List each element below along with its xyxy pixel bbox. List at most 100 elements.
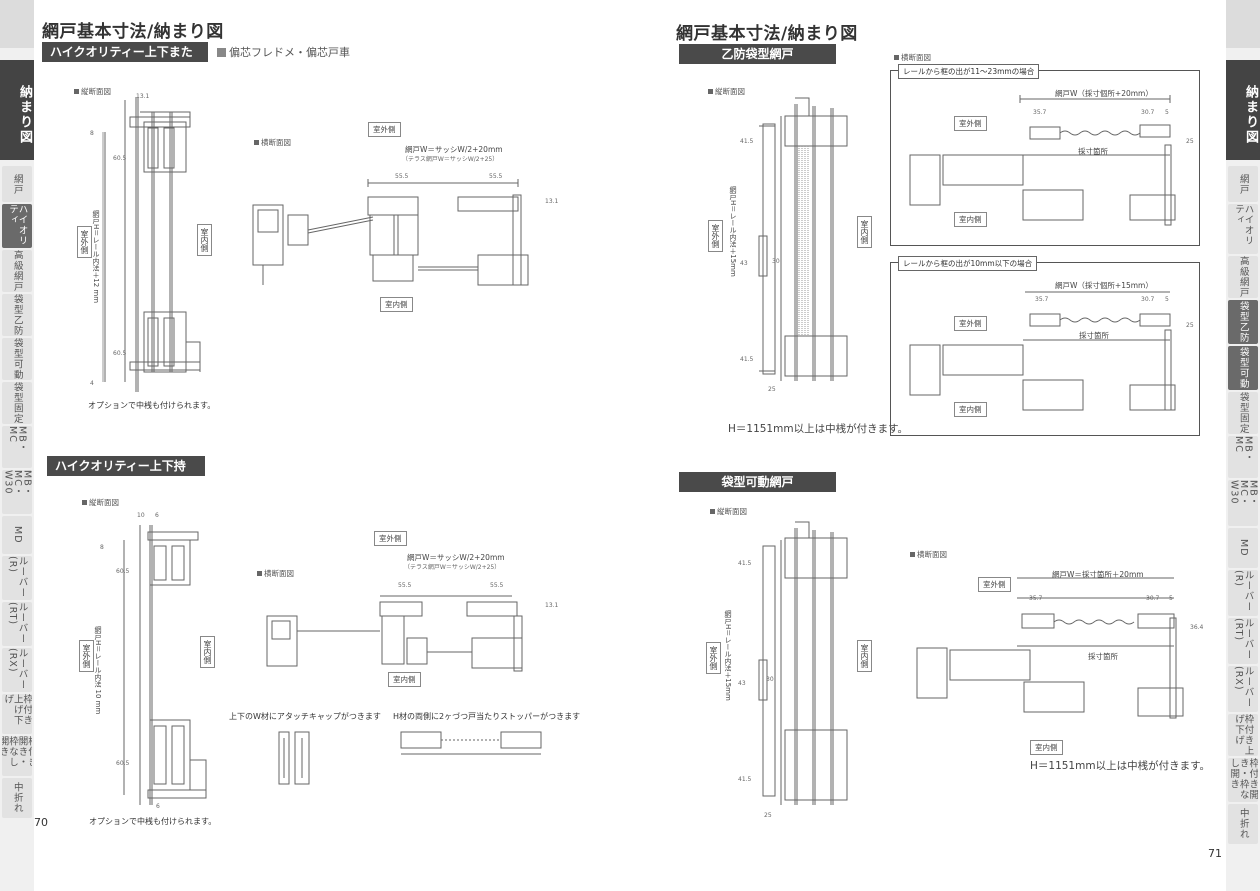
tab-top-spacer <box>1226 0 1260 48</box>
tab-fukuro-kadou[interactable]: 袋型可動 <box>1228 346 1258 390</box>
dim-41-5-bottom-r2: 41.5 <box>738 776 752 783</box>
tab-high-quality[interactable]: ハイオリティ <box>1228 204 1258 254</box>
page-number-right: 71 <box>1208 847 1222 860</box>
dim-height-label-2: 網戸H＝レール内法 10 mm <box>94 626 102 715</box>
dim-width-terrace-label-2: （テラス網戸W＝サッシW/2+25） <box>404 564 501 571</box>
horizontal-section-label-2: 横断面図 <box>257 568 294 579</box>
case-2-outdoor: 室外側 <box>954 316 987 331</box>
tab-md[interactable]: MD <box>2 516 32 554</box>
case-2-d1: 35.7 <box>1035 296 1049 303</box>
dim-60-5-top-2: 60.5 <box>116 568 130 575</box>
tab-louver-rt[interactable]: ルーバー(RT) <box>1228 618 1258 664</box>
vertical-section-drawing-2 <box>120 520 220 810</box>
vertical-outdoor-label-2: 室外側 <box>79 640 94 672</box>
dim-height-label-r2: 網戸H＝レール内法＋15mm <box>724 610 732 701</box>
tab-fukuro-kotei[interactable]: 袋型固定 <box>2 382 32 424</box>
dim-4: 4 <box>90 380 94 387</box>
dim-30-r1: 30 <box>772 258 780 265</box>
tab-koukyu-amido[interactable]: 高級網戸 <box>2 250 32 292</box>
dim-8: 8 <box>90 130 94 137</box>
case-2-drawing <box>905 290 1190 415</box>
tab-louver-rx[interactable]: ルーバー(RX) <box>2 648 32 692</box>
horizontal-section-label-r2: 横断面図 <box>910 549 947 560</box>
case-1-indoor: 室内側 <box>954 212 987 227</box>
indoor-label-2: 室内側 <box>388 672 421 687</box>
vertical-section-label: 縦断面図 <box>74 86 111 97</box>
tab-nakaore[interactable]: 中折れ <box>1228 804 1258 844</box>
dim-13-1-horiz-2: 13.1 <box>545 602 559 609</box>
dim-6-bottom: 6 <box>156 803 160 810</box>
outdoor-label-r2: 室外側 <box>978 577 1011 592</box>
horizontal-section-drawing-2 <box>262 596 532 676</box>
tab-koukyu-amido[interactable]: 高級網戸 <box>1228 256 1258 298</box>
tab-nakaore[interactable]: 中折れ <box>2 778 32 818</box>
vertical-section-drawing-r1 <box>755 96 855 388</box>
vertical-section-label-2: 縦断面図 <box>82 497 119 508</box>
option-note-1: オプションで中桟も付けられます。 <box>88 401 216 410</box>
tab-louver-rx[interactable]: ルーバー(RX) <box>1228 666 1258 712</box>
indoor-label-r2: 室内側 <box>1030 740 1063 755</box>
vertical-section-label-r2: 縦断面図 <box>710 506 747 517</box>
case-1-d4: 25 <box>1186 138 1194 145</box>
tab-mb-mc-w30[interactable]: MB・MC・W30 <box>1228 480 1258 526</box>
tab-fukuro-kotei[interactable]: 袋型固定 <box>1228 392 1258 434</box>
tab-main-osamarizu[interactable]: 納まり図 <box>1226 60 1260 160</box>
tab-amido[interactable]: 網戸 <box>2 166 32 202</box>
measure-label-r2: 採寸箇所 <box>1088 652 1118 661</box>
case-1-measure: 採寸箇所 <box>1078 147 1108 156</box>
page-number-left: 70 <box>34 816 48 829</box>
tab-louver-r[interactable]: ルーバー(R) <box>1228 570 1258 616</box>
dim-60-5-bottom: 60.5 <box>113 350 127 357</box>
tab-fukuro-otsubou[interactable]: 袋型乙防 <box>2 294 32 336</box>
section-bar-high-quality-mochidashi: ハイクオリティー上下持出し <box>47 456 205 493</box>
tab-fukuro-otsubou[interactable]: 袋型乙防 <box>1228 300 1258 344</box>
case-2-width: 網戸W（採寸個所+15mm） <box>1055 281 1153 290</box>
case-1-width: 網戸W（採寸個所+20mm） <box>1055 89 1153 98</box>
case-1-d3: 5 <box>1165 109 1169 116</box>
tab-mb-mc[interactable]: MB・MC <box>2 426 32 468</box>
dim-height-label: 網戸H＝レール内法＋12 mm <box>92 210 100 304</box>
vertical-indoor-label-r2: 室内側 <box>857 640 872 672</box>
vertical-section-label-r1: 縦断面図 <box>708 86 745 97</box>
tab-mb-mc[interactable]: MB・MC <box>1228 436 1258 478</box>
tab-amido[interactable]: 網戸 <box>1228 166 1258 202</box>
tab-top-spacer <box>0 0 34 48</box>
tab-wakutsuki-ageoroshi[interactable]: 枠付き上げ下げ <box>2 694 32 734</box>
dim-30-r2: 30 <box>766 676 774 683</box>
dim-55-5-d: 55.5 <box>490 582 504 589</box>
outdoor-label: 室外側 <box>368 122 401 137</box>
tab-louver-rt[interactable]: ルーバー(RT) <box>2 602 32 646</box>
dim-25-r2: 25 <box>764 812 772 819</box>
case-1-caption: レールから框の出が11～23mmの場合 <box>898 64 1040 79</box>
tab-louver-r[interactable]: ルーバー(R) <box>2 556 32 600</box>
tab-wakutsuki-hiraki[interactable]: 枠付き開き・枠なし開き <box>2 736 32 776</box>
tab-fukuro-kadou[interactable]: 袋型可動 <box>2 338 32 380</box>
r2-d4: 36.4 <box>1190 624 1204 631</box>
tab-md[interactable]: MD <box>1228 528 1258 568</box>
case-1-outdoor: 室外側 <box>954 116 987 131</box>
case-2-caption: レールから框の出が10mm以下の場合 <box>898 256 1038 271</box>
dim-55-5-b: 55.5 <box>489 173 503 180</box>
dim-55-5-c: 55.5 <box>398 582 412 589</box>
section-bar-otsubou: 乙防袋型網戸 <box>679 44 836 64</box>
left-page-title: 網戸基本寸法/納まり図 <box>42 22 224 42</box>
dim-width-terrace-label: （テラス網戸W＝サッシW/2+25） <box>402 156 499 163</box>
dim-43-r1: 43 <box>740 260 748 267</box>
attach-cap-note: 上下のW材にアタッチキャップがつきます <box>229 712 381 721</box>
dim-60-5-top: 60.5 <box>113 155 127 162</box>
left-index-tabs: 納まり図 網戸 ハイオリティ 高級網戸 袋型乙防 袋型可動 袋型固定 MB・MC… <box>0 0 34 891</box>
case-2-d4: 25 <box>1186 322 1194 329</box>
tab-wakutsuki-ageoroshi[interactable]: 枠付き上げ下げ <box>1228 714 1258 756</box>
dim-8-2: 8 <box>100 544 104 551</box>
horizontal-section-drawing-1 <box>248 175 558 295</box>
case-1-frame <box>890 70 1200 246</box>
dim-25-r1: 25 <box>768 386 776 393</box>
tab-high-quality[interactable]: ハイオリティ <box>2 204 32 248</box>
tab-wakutsuki-hiraki[interactable]: 枠付き開き・枠なし開き <box>1228 758 1258 802</box>
section-bar-kadou: 袋型可動網戸 <box>679 472 836 492</box>
dim-width-label-2: 網戸W＝サッシW/2+20mm <box>407 553 505 562</box>
outdoor-label-2: 室外側 <box>374 531 407 546</box>
tab-mb-mc-w30[interactable]: MB・MC・W30 <box>2 470 32 514</box>
stopper-detail <box>397 724 547 760</box>
tab-main-osamarizu[interactable]: 納まり図 <box>0 60 34 160</box>
